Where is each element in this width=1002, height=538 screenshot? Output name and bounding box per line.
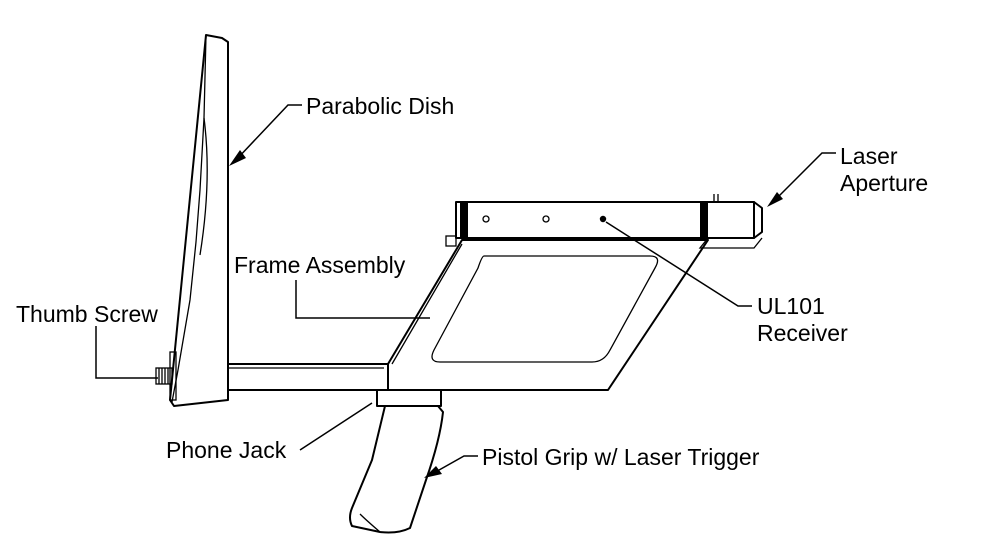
receiver-tube <box>445 194 763 249</box>
leader-lines <box>95 104 836 478</box>
phone-jack-label: Phone Jack <box>166 437 287 463</box>
frame-assembly-label: Frame Assembly <box>234 252 406 278</box>
pistol-grip <box>349 405 444 534</box>
phone-jack <box>376 389 442 407</box>
receiver-label-line1: UL101 <box>757 293 825 319</box>
receiver-label-line2: Receiver <box>757 320 848 346</box>
parabolic-dish-label: Parabolic Dish <box>306 93 455 119</box>
laser-aperture-label-line2: Aperture <box>840 170 929 196</box>
pistol-grip-label: Pistol Grip w/ Laser Trigger <box>482 444 760 470</box>
thumb-screw-label: Thumb Screw <box>16 301 158 327</box>
boom-arm <box>227 363 389 391</box>
laser-aperture-label-line1: Laser <box>840 143 898 169</box>
frame-assembly <box>387 239 709 391</box>
parabolic-dish <box>169 34 229 407</box>
thumb-screw <box>155 351 177 401</box>
